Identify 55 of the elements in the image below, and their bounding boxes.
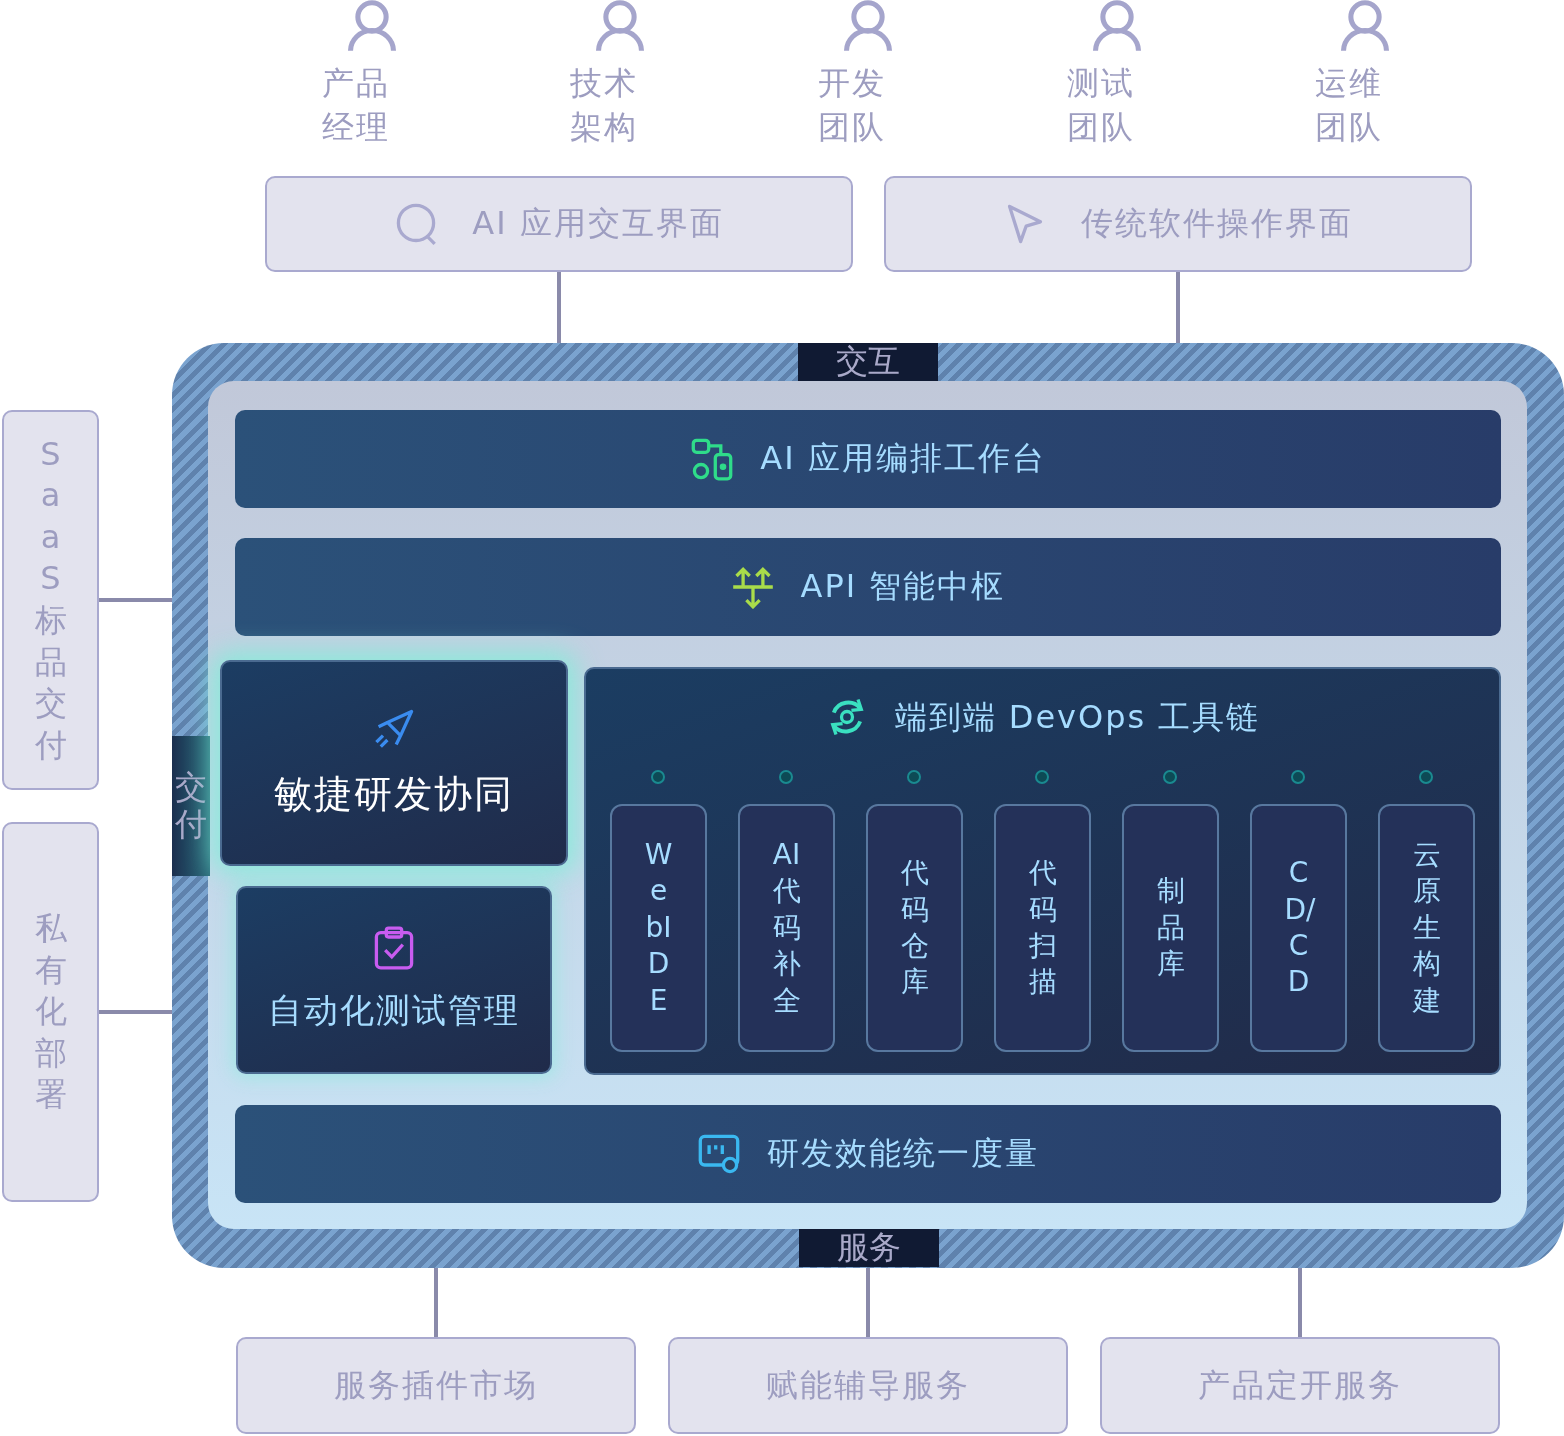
tool-label: 制品库	[1156, 873, 1185, 983]
tab-label: 服务	[799, 1229, 939, 1267]
tool-card	[610, 804, 707, 1052]
panel-heading: 端到端 DevOps 工具链	[894, 697, 1261, 738]
role-label: 产品经理	[322, 63, 391, 148]
box-label: 赋能辅导服务	[766, 1364, 970, 1406]
delivery-box	[2, 410, 99, 790]
layer-bar	[235, 410, 1501, 508]
toolchain-panel	[584, 667, 1501, 1075]
box-label: 传统软件操作界面	[1081, 203, 1353, 244]
box-label: AI 应用交互界面	[472, 203, 724, 244]
module-card	[236, 886, 552, 1074]
tool-card	[1122, 804, 1219, 1052]
tool-card	[1378, 804, 1475, 1052]
tool-card	[994, 804, 1091, 1052]
tool-card	[866, 804, 963, 1052]
role-label: 技术架构	[570, 63, 639, 148]
tool-label: 代码仓库	[900, 855, 929, 1001]
interface-box	[1100, 1337, 1500, 1434]
connector-line	[866, 1268, 870, 1337]
layer-bar	[235, 538, 1501, 636]
tool-label: AI代码补全	[771, 837, 802, 1019]
box-label: 产品定开服务	[1198, 1364, 1402, 1406]
box-label: SaaS标品交付	[34, 433, 67, 766]
connector-line	[99, 598, 172, 602]
connector-line	[434, 1268, 438, 1337]
module-label: 自动化测试管理	[268, 989, 520, 1032]
tool-card	[1250, 804, 1347, 1052]
delivery-box	[2, 822, 99, 1202]
module-label: 敏捷研发协同	[274, 770, 514, 818]
tab-label: 交付	[172, 736, 210, 876]
interface-box	[236, 1337, 636, 1434]
tab-label: 交互	[798, 343, 938, 381]
layer-label: AI 应用编排工作台	[760, 438, 1046, 479]
layer-bar	[235, 1105, 1501, 1203]
connector-line	[99, 1010, 172, 1014]
interface-box	[265, 176, 853, 272]
connector-line	[1176, 272, 1180, 343]
tool-label: WebIDE	[644, 837, 673, 1019]
tool-label: 云原生构建	[1412, 837, 1441, 1019]
connector-line	[1298, 1268, 1302, 1337]
role-label: 运维团队	[1315, 63, 1384, 148]
layer-label: 研发效能统一度量	[767, 1133, 1039, 1174]
platform-frame	[172, 343, 1564, 1268]
layer-label: API 智能中枢	[800, 566, 1006, 607]
tool-label: 代码扫描	[1028, 855, 1057, 1001]
interface-box	[884, 176, 1472, 272]
role-label: 测试团队	[1067, 63, 1136, 148]
interface-box	[668, 1337, 1068, 1434]
box-label: 私有化部署	[34, 908, 67, 1116]
box-label: 服务插件市场	[334, 1364, 538, 1406]
connector-line	[557, 272, 561, 343]
tool-card	[738, 804, 835, 1052]
role-label: 开发团队	[818, 63, 887, 148]
module-card	[220, 660, 568, 866]
